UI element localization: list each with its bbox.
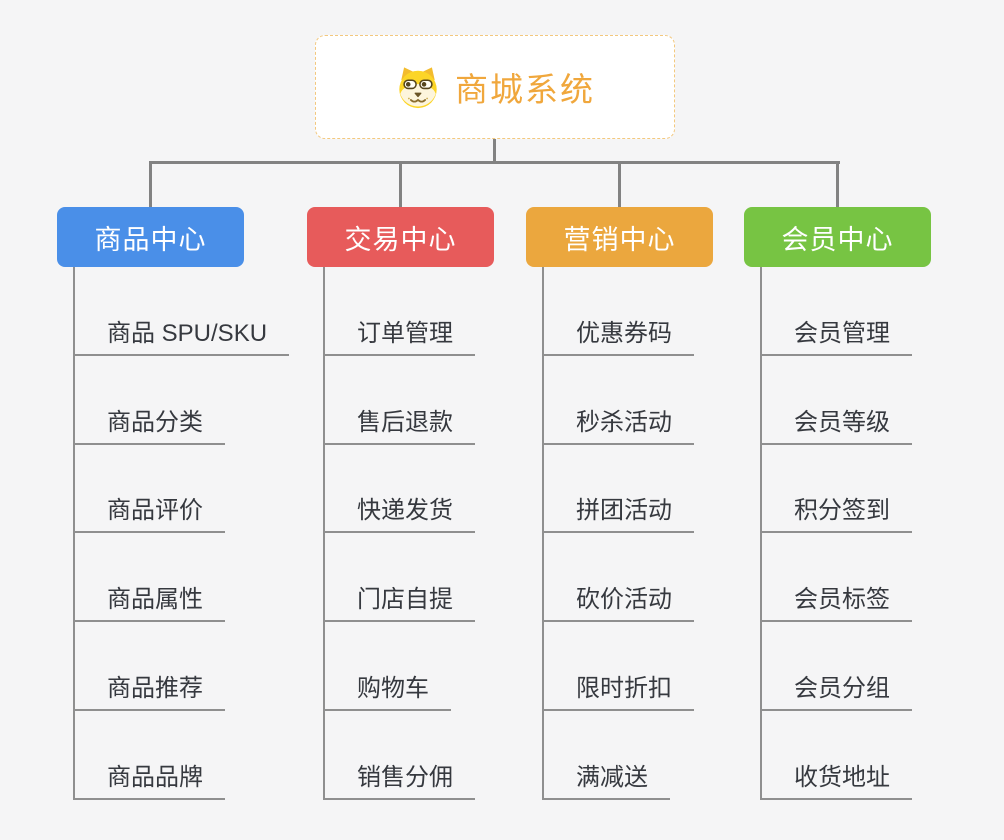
leaf-label[interactable]: 会员管理 (760, 321, 912, 356)
leaf-node: 商品属性 (73, 533, 307, 623)
leaf-label[interactable]: 商品属性 (73, 588, 225, 623)
connector-drop (149, 162, 152, 207)
leaf-label[interactable]: 会员等级 (760, 410, 912, 445)
leaf-label[interactable]: 满减送 (542, 765, 670, 800)
leaf-node: 门店自提 (323, 533, 557, 623)
connector-spine (323, 267, 325, 800)
leaf-node: 拼团活动 (542, 445, 776, 534)
leaf-label[interactable]: 限时折扣 (542, 676, 694, 711)
connector-spine (760, 267, 762, 800)
leaf-label[interactable]: 销售分佣 (323, 765, 475, 800)
leaf-label[interactable]: 秒杀活动 (542, 410, 694, 445)
leaf-label[interactable]: 订单管理 (323, 321, 475, 356)
leaf-node: 会员管理 (760, 267, 994, 356)
connector-rail (149, 161, 840, 164)
leaf-label[interactable]: 快递发货 (323, 499, 475, 534)
dog-face-icon (399, 67, 437, 109)
branch-node-trade[interactable]: 交易中心 (307, 207, 494, 267)
leaf-node: 满减送 (542, 711, 776, 800)
leaf-node: 商品评价 (73, 445, 307, 534)
leaf-label[interactable]: 商品推荐 (73, 676, 225, 711)
leaf-label[interactable]: 拼团活动 (542, 499, 694, 534)
branch-column-member: 会员中心 会员管理 会员等级 积分签到 会员标签 会员分组 收货地址 (744, 207, 994, 800)
connector-drop (399, 162, 402, 207)
leaf-label[interactable]: 商品评价 (73, 499, 225, 534)
root-node[interactable]: 商城系统 (315, 35, 675, 139)
connector-spine (542, 267, 544, 800)
leaf-node: 商品推荐 (73, 622, 307, 711)
leaf-node: 购物车 (323, 622, 557, 711)
leaf-label[interactable]: 商品品牌 (73, 765, 225, 800)
connector-root-stem (493, 139, 496, 163)
leaf-node: 会员标签 (760, 533, 994, 623)
branch-node-marketing[interactable]: 营销中心 (526, 207, 713, 267)
leaf-node: 秒杀活动 (542, 356, 776, 445)
branch-column-trade: 交易中心 订单管理 售后退款 快递发货 门店自提 购物车 销售分佣 (307, 207, 557, 800)
leaf-node: 售后退款 (323, 356, 557, 445)
leaf-node: 商品品牌 (73, 711, 307, 800)
branch-children: 优惠券码 秒杀活动 拼团活动 砍价活动 限时折扣 满减送 (542, 267, 776, 800)
leaf-label[interactable]: 商品 SPU/SKU (73, 321, 290, 356)
leaf-node: 限时折扣 (542, 622, 776, 711)
leaf-node: 会员分组 (760, 622, 994, 711)
leaf-node: 快递发货 (323, 445, 557, 534)
branch-children: 商品 SPU/SKU 商品分类 商品评价 商品属性 商品推荐 商品品牌 (73, 267, 307, 800)
leaf-node: 积分签到 (760, 445, 994, 534)
branch-children: 订单管理 售后退款 快递发货 门店自提 购物车 销售分佣 (323, 267, 557, 800)
branch-children: 会员管理 会员等级 积分签到 会员标签 会员分组 收货地址 (760, 267, 994, 800)
leaf-node: 会员等级 (760, 356, 994, 445)
branch-node-member[interactable]: 会员中心 (744, 207, 931, 267)
leaf-node: 砍价活动 (542, 533, 776, 623)
leaf-node: 商品分类 (73, 356, 307, 445)
leaf-node: 优惠券码 (542, 267, 776, 356)
leaf-label[interactable]: 会员标签 (760, 588, 912, 623)
branch-column-goods: 商品中心 商品 SPU/SKU 商品分类 商品评价 商品属性 商品推荐 商品品牌 (57, 207, 307, 800)
leaf-label[interactable]: 购物车 (323, 676, 451, 711)
connector-drop (836, 162, 839, 207)
connector-spine (73, 267, 75, 800)
leaf-label[interactable]: 商品分类 (73, 410, 225, 445)
branch-column-marketing: 营销中心 优惠券码 秒杀活动 拼团活动 砍价活动 限时折扣 满减送 (526, 207, 776, 800)
leaf-node: 销售分佣 (323, 711, 557, 800)
leaf-label[interactable]: 砍价活动 (542, 588, 694, 623)
leaf-label[interactable]: 积分签到 (760, 499, 912, 534)
leaf-label[interactable]: 售后退款 (323, 410, 475, 445)
leaf-label[interactable]: 会员分组 (760, 676, 912, 711)
branch-node-goods[interactable]: 商品中心 (57, 207, 244, 267)
leaf-node: 商品 SPU/SKU (73, 267, 307, 356)
connector-drop (618, 162, 621, 207)
leaf-label[interactable]: 收货地址 (760, 765, 912, 800)
leaf-label[interactable]: 门店自提 (323, 588, 475, 623)
root-title: 商城系统 (455, 71, 595, 108)
leaf-node: 收货地址 (760, 711, 994, 800)
leaf-node: 订单管理 (323, 267, 557, 356)
leaf-label[interactable]: 优惠券码 (542, 321, 694, 356)
